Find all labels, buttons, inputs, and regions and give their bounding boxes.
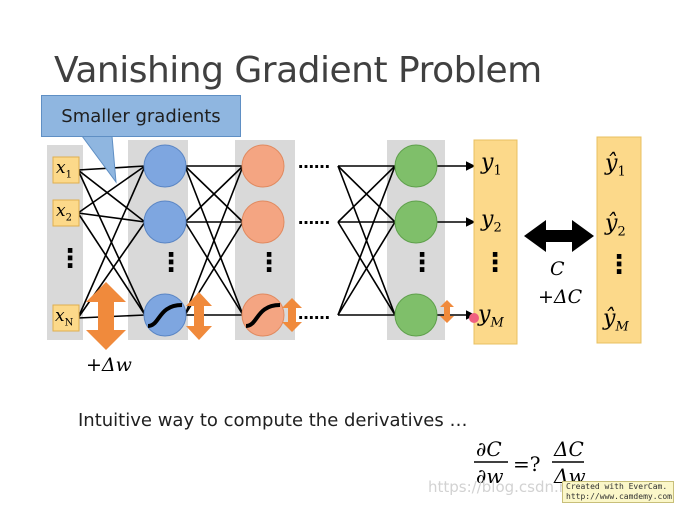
input-label-1: x1 bbox=[56, 158, 72, 181]
connections-layer1-layer2 bbox=[184, 165, 244, 316]
camtasia-line-2: http://www.camdemy.com bbox=[566, 492, 672, 501]
hdots-row1: …… bbox=[298, 153, 330, 172]
small-double-arrow-icon bbox=[282, 298, 302, 332]
input-box-n bbox=[52, 304, 80, 332]
intuitive-text: Intuitive way to compute the derivatives… bbox=[78, 410, 468, 431]
formula-relation: =? bbox=[513, 452, 541, 476]
medium-double-arrow-icon bbox=[186, 292, 212, 340]
input-label-2: x2 bbox=[56, 201, 72, 224]
sigmoid-icon-l1 bbox=[147, 303, 183, 328]
input-box-1 bbox=[52, 156, 80, 184]
neuron-l2-1 bbox=[241, 144, 285, 188]
output-arrows bbox=[437, 161, 476, 320]
callout-pointer bbox=[81, 135, 117, 184]
neuron-l2-n bbox=[241, 293, 285, 337]
camtasia-badge: Created with EverCam. http://www.camdemy… bbox=[562, 481, 674, 503]
neuron-l1-2 bbox=[143, 200, 187, 244]
target-label-2: ŷ2 bbox=[605, 211, 626, 240]
cursor-dot-icon bbox=[469, 313, 479, 323]
slide-title: Vanishing Gradient Problem bbox=[54, 50, 542, 91]
sigmoid-icon-l2 bbox=[245, 303, 281, 328]
neuron-l1-n bbox=[143, 293, 187, 337]
delta-cost-label: +ΔC bbox=[538, 286, 583, 308]
input-label-n: xN bbox=[55, 306, 74, 329]
target-label-1: ŷ1 bbox=[605, 151, 626, 180]
neuron-lL-1 bbox=[394, 144, 438, 188]
neuron-lL-2 bbox=[394, 200, 438, 244]
cost-label: C bbox=[550, 258, 565, 280]
formula-lhs-den: ∂w bbox=[476, 464, 504, 488]
vdots-layer1: ⋮ bbox=[158, 248, 184, 278]
vdots-layer2: ⋮ bbox=[256, 248, 282, 278]
camtasia-line-1: Created with EverCam. bbox=[566, 482, 668, 491]
formula-lhs-num: ∂C bbox=[476, 437, 502, 461]
input-box-2 bbox=[52, 199, 80, 227]
blog-watermark: https://blog.csdn.net/... bbox=[428, 478, 603, 496]
neuron-l1-1 bbox=[143, 144, 187, 188]
target-column bbox=[596, 136, 642, 344]
smaller-gradients-callout: Smaller gradients bbox=[41, 95, 241, 137]
connections-layerL bbox=[337, 165, 396, 316]
neuron-l2-2 bbox=[241, 200, 285, 244]
hdots-row3: …… bbox=[298, 304, 330, 323]
big-double-arrow-icon bbox=[86, 282, 126, 350]
output-label-1: y1 bbox=[481, 150, 502, 179]
delta-w-label: +Δw bbox=[86, 354, 132, 376]
vdots-layerL: ⋮ bbox=[409, 248, 435, 278]
neuron-lL-n bbox=[394, 293, 438, 337]
output-label-m: yM bbox=[478, 302, 504, 331]
output-label-2: y2 bbox=[481, 207, 502, 236]
compare-double-arrow-icon bbox=[524, 220, 594, 252]
formula-rhs-num: ΔC bbox=[554, 437, 584, 461]
connections-input-layer1 bbox=[77, 165, 146, 319]
delta-arrows bbox=[86, 282, 454, 350]
vdots-target: ⋮ bbox=[606, 250, 632, 280]
tiny-double-arrow-icon bbox=[440, 300, 454, 323]
vdots-output: ⋮ bbox=[482, 248, 508, 278]
vdots-input: ⋮ bbox=[57, 244, 83, 274]
target-label-m: ŷM bbox=[603, 306, 629, 335]
hdots-row2: …… bbox=[298, 209, 330, 228]
output-column bbox=[473, 139, 518, 345]
